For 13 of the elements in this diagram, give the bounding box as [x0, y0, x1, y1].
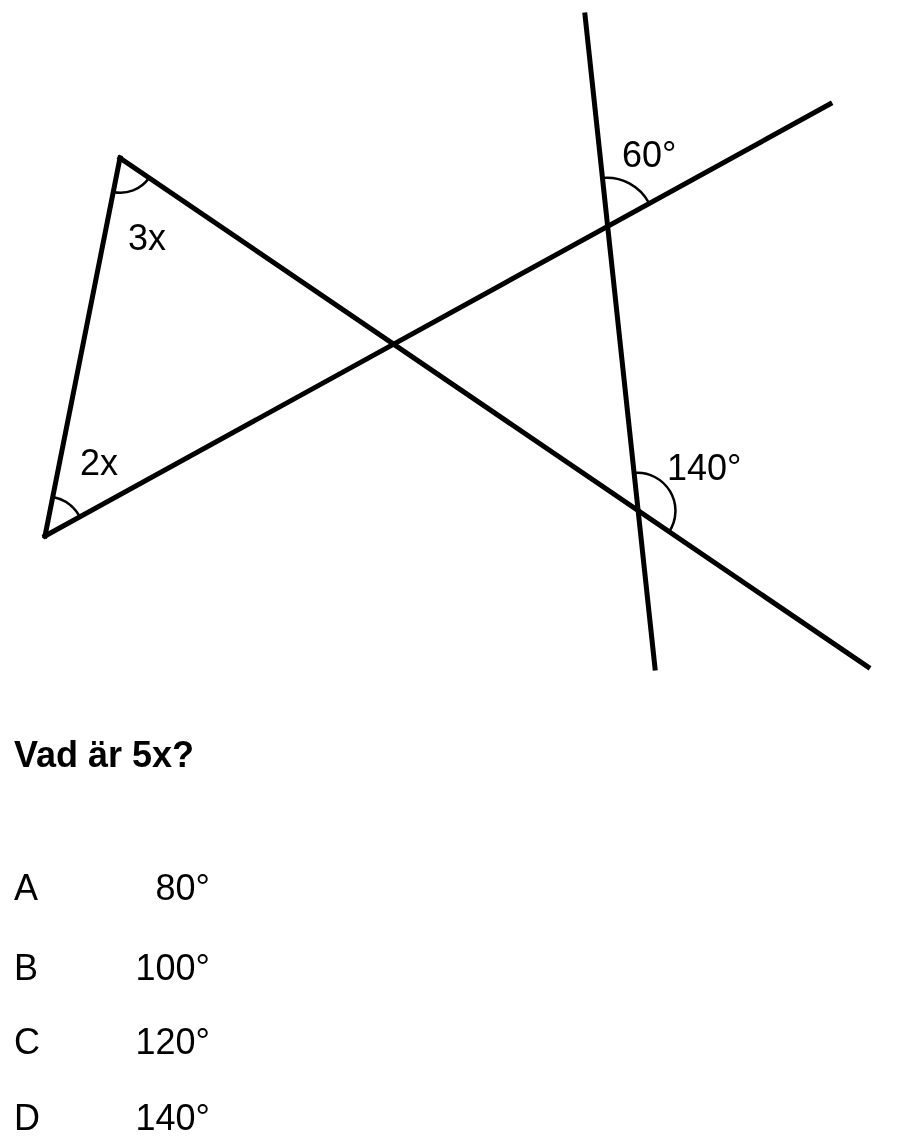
angle-label: 60°	[622, 135, 677, 175]
option-letter: C	[14, 1022, 40, 1062]
option-letter: B	[14, 948, 38, 988]
angle-label: 3x	[128, 218, 167, 258]
option-value: 140°	[135, 1098, 210, 1138]
option-value: 100°	[135, 948, 210, 988]
angle-label: 2x	[80, 443, 119, 483]
option-letter: D	[14, 1098, 40, 1138]
option-value: 80°	[155, 868, 210, 908]
option-value: 120°	[135, 1022, 210, 1062]
option-letter: A	[14, 868, 38, 908]
angle-label: 140°	[667, 448, 742, 488]
question-text: Vad är 5x?	[14, 735, 195, 775]
